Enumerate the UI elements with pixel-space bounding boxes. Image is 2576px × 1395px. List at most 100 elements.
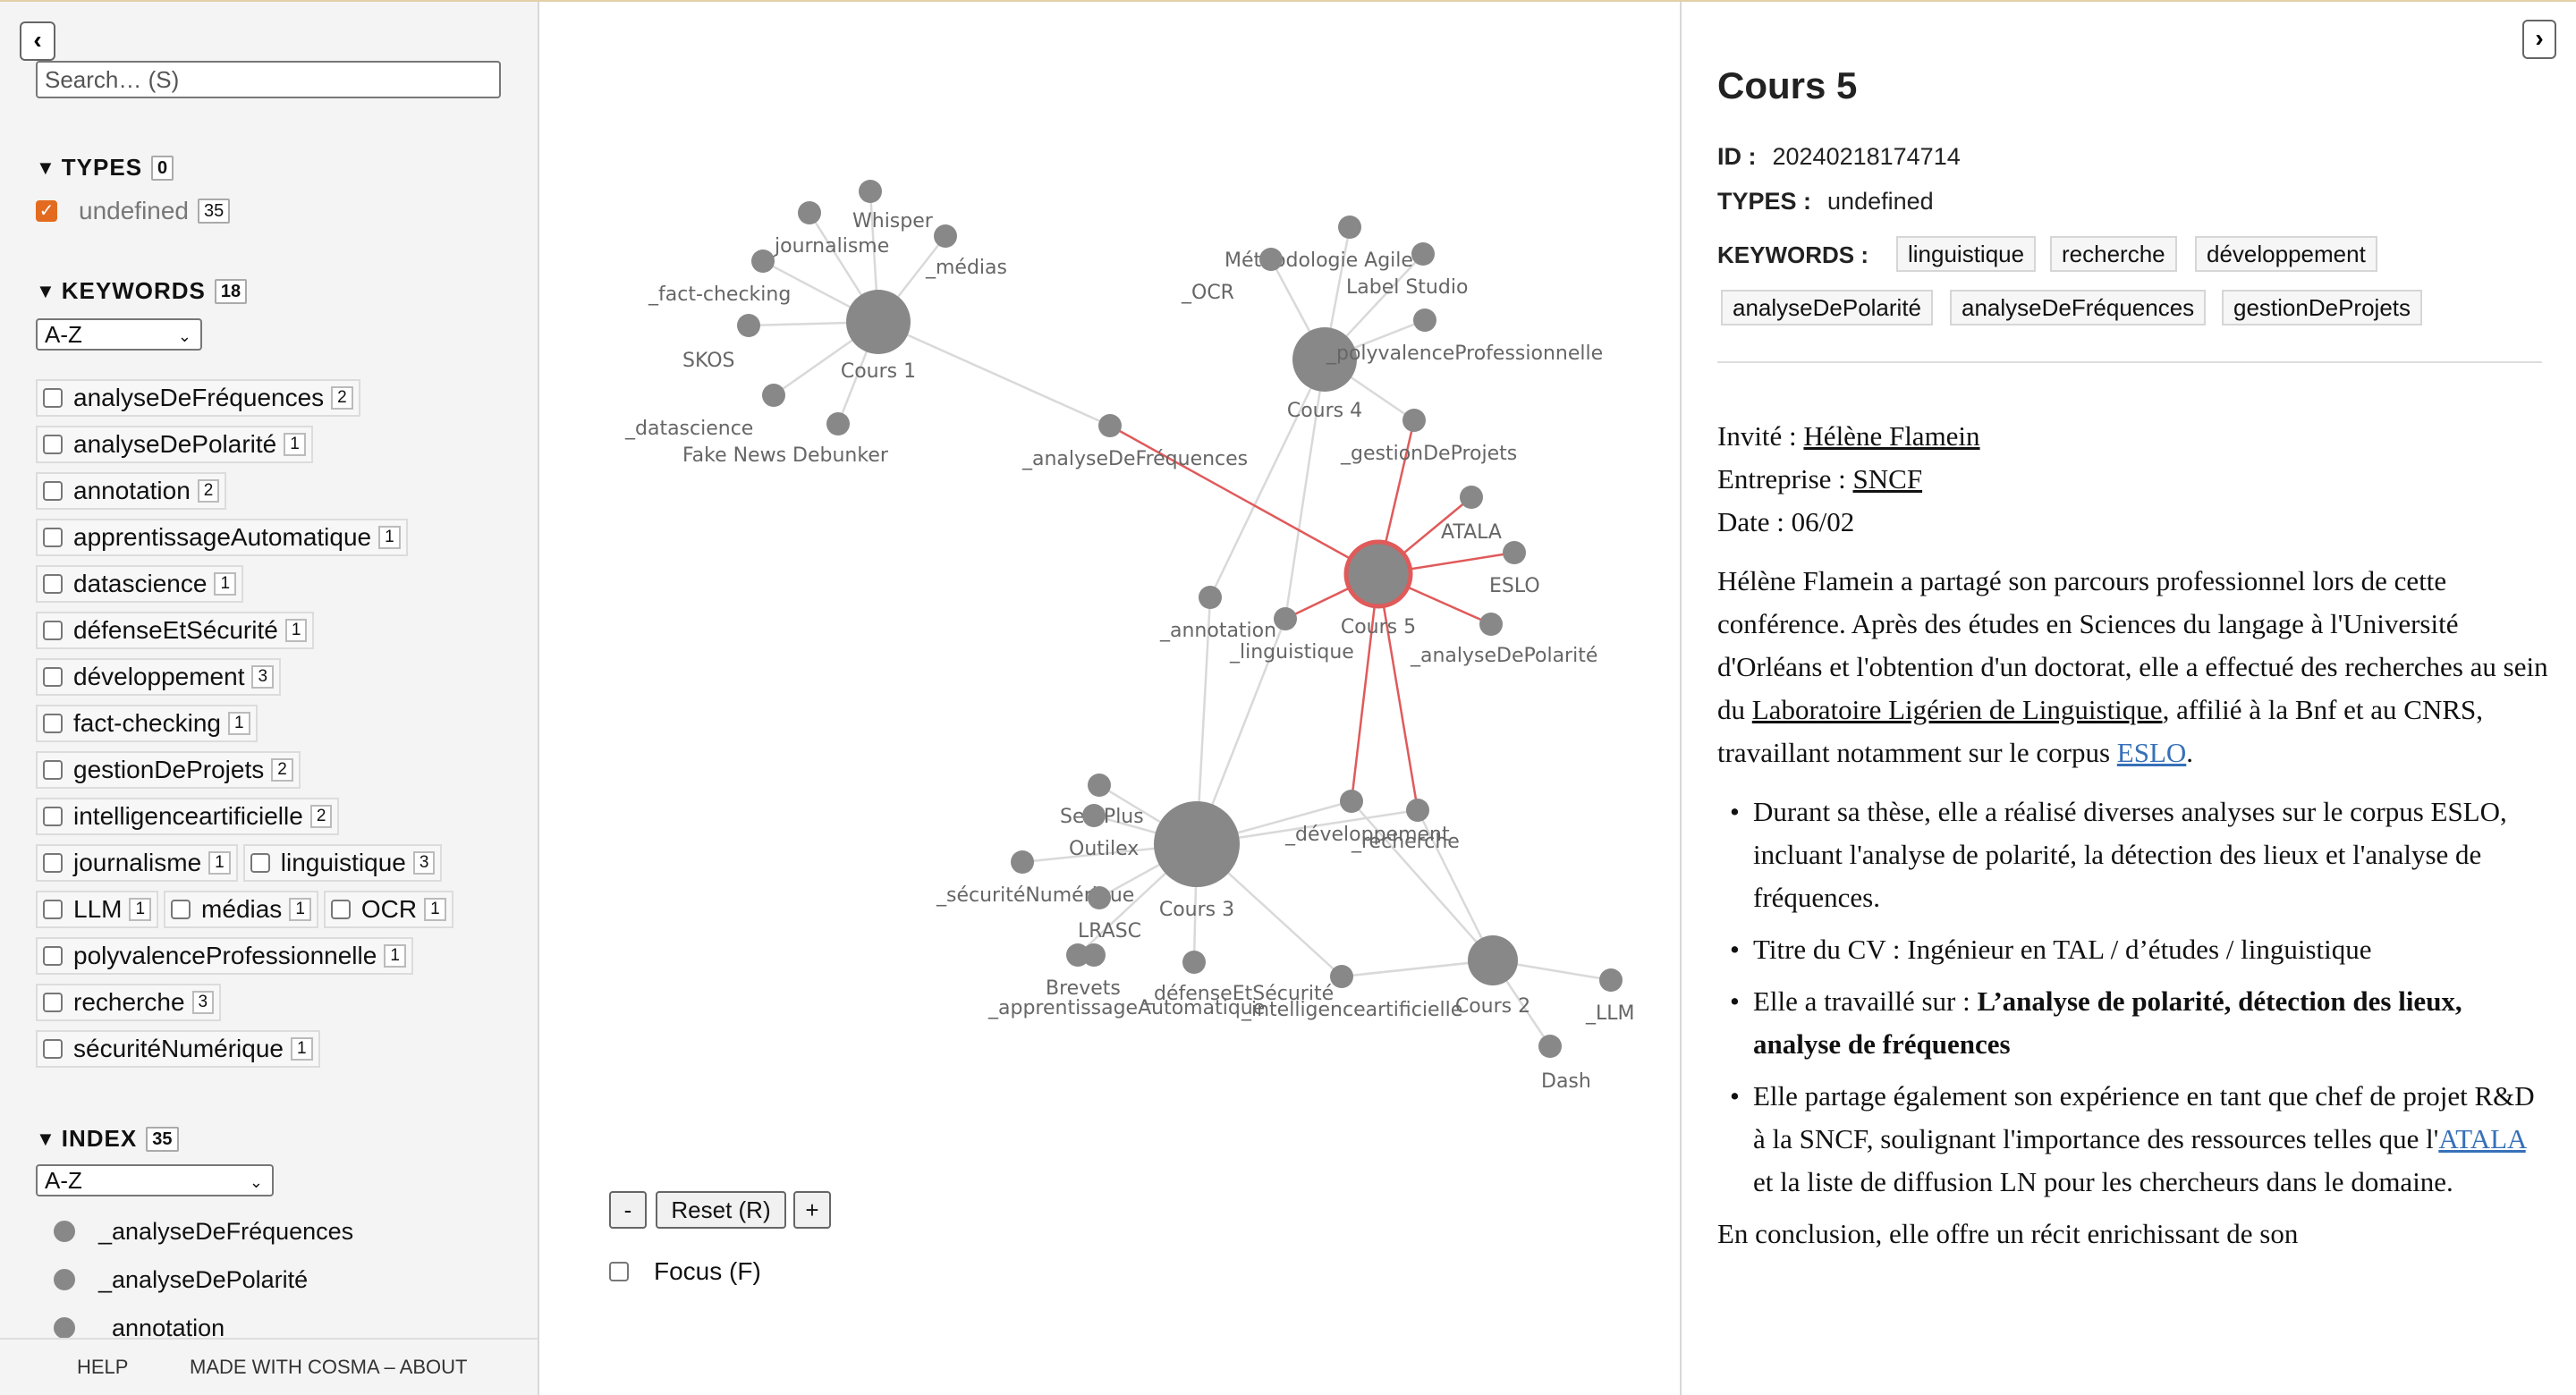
graph-node-label[interactable]: ESLO [1489, 575, 1540, 597]
keyword-checkbox[interactable] [250, 853, 270, 873]
graph-node-llm[interactable] [1599, 968, 1623, 992]
keyword-checkbox[interactable] [43, 621, 63, 640]
reset-button[interactable]: Reset (R) [656, 1191, 786, 1229]
graph-node-label[interactable]: _intelligenceartificielle [1241, 999, 1462, 1021]
index-sort-select[interactable]: A-Z ⌄ [36, 1164, 274, 1196]
keyword-tag[interactable]: recherche [2050, 236, 2177, 272]
keyword-checkbox[interactable] [330, 900, 351, 919]
graph-node-developpement[interactable] [1340, 790, 1363, 813]
keyword-checkbox[interactable] [43, 481, 63, 501]
graph-node-labelstudio[interactable] [1411, 242, 1435, 266]
atala-link[interactable]: ATALA [2438, 1123, 2526, 1154]
graph-node-medias[interactable] [934, 224, 957, 248]
graph-node-securitenum[interactable] [1011, 850, 1034, 874]
types-section-toggle[interactable]: ▼ TYPES 0 [36, 154, 174, 182]
graph-node-recherche[interactable] [1406, 799, 1429, 822]
graph-node-dash[interactable] [1538, 1035, 1562, 1058]
graph-node-analysefreq[interactable] [1098, 414, 1122, 437]
graph-node-label[interactable]: Label Studio [1346, 276, 1468, 299]
graph-node-label[interactable]: _analyseDeFréquences [1021, 448, 1248, 470]
graph-node-label[interactable]: Whisper [852, 210, 934, 232]
graph-node-journalisme[interactable] [798, 201, 821, 224]
keyword-checkbox[interactable] [43, 388, 63, 408]
keyword-checkbox[interactable] [43, 853, 63, 873]
graph-node-whisper[interactable] [859, 180, 882, 203]
graph-node-label[interactable]: Cours 2 [1455, 995, 1530, 1018]
keyword-checkbox[interactable] [171, 900, 191, 919]
keyword-checkbox[interactable] [43, 993, 63, 1012]
focus-toggle[interactable]: Focus (F) [609, 1257, 761, 1286]
graph-node-label[interactable]: LRASC [1078, 920, 1141, 943]
graph-node-methodo[interactable] [1338, 216, 1361, 239]
zoom-in-button[interactable]: + [793, 1191, 831, 1229]
keyword-tag[interactable]: linguistique [1896, 236, 2037, 272]
graph-node-label[interactable]: _recherche [1351, 831, 1460, 853]
graph-node-label[interactable]: _fact-checking [648, 283, 791, 306]
zoom-out-button[interactable]: - [609, 1191, 647, 1229]
graph-node-label[interactable]: _analyseDePolarité [1410, 645, 1597, 667]
graph-node-label[interactable]: Méthodologie Agile [1224, 249, 1413, 272]
graph-node-atala[interactable] [1460, 486, 1483, 509]
graph-node-label[interactable]: ATALA [1441, 521, 1502, 544]
keyword-checkbox[interactable] [43, 574, 63, 594]
index-item[interactable]: _annotation [54, 1304, 353, 1352]
graph-node-polyvalence[interactable] [1413, 309, 1436, 332]
keywords-section-toggle[interactable]: ▼ KEYWORDS 18 [36, 277, 248, 305]
graph-node-label[interactable]: _apprentissageAutomatique [987, 997, 1265, 1019]
keyword-tag[interactable]: analyseDeFréquences [1950, 290, 2207, 326]
index-section-toggle[interactable]: ▼ INDEX 35 [36, 1125, 179, 1153]
help-link[interactable]: HELP [77, 1356, 129, 1378]
graph-node-label[interactable]: SKOS [682, 350, 734, 372]
focus-checkbox[interactable] [609, 1262, 629, 1281]
keyword-checkbox[interactable] [43, 435, 63, 454]
graph-node-defense[interactable] [1182, 951, 1206, 974]
graph-node-label[interactable]: Dash [1541, 1070, 1591, 1093]
graph-node-cours3[interactable] [1154, 801, 1240, 887]
graph-node-label[interactable]: _gestionDeProjets [1340, 443, 1517, 465]
graph-node-label[interactable]: Cours 1 [841, 360, 916, 383]
index-item[interactable]: _analyseDeFréquences [54, 1207, 353, 1256]
graph-node-semplus[interactable] [1088, 774, 1111, 797]
collapse-left-button[interactable]: ‹ [20, 21, 55, 61]
graph-node-factchecking[interactable] [751, 249, 775, 273]
graph-node-label[interactable]: Outilex [1069, 838, 1139, 860]
graph-node-lrasc[interactable] [1088, 886, 1111, 909]
graph-node-label[interactable]: Cours 3 [1159, 899, 1234, 921]
index-item[interactable]: _analyseDePolarité [54, 1256, 353, 1304]
checkbox-checked-icon[interactable]: ✓ [36, 200, 57, 222]
keyword-tag[interactable]: analyseDePolarité [1721, 290, 1934, 326]
graph-node-label[interactable]: _défenseEtSécurité [1143, 983, 1334, 1005]
graph-node-label[interactable]: _polyvalenceProfessionnelle [1326, 342, 1603, 365]
graph-node-cours1[interactable] [846, 290, 911, 354]
graph-node-label[interactable]: Fake News Debunker [682, 444, 889, 467]
collapse-right-button[interactable]: › [2522, 20, 2556, 59]
graph-node-skos[interactable] [737, 314, 760, 337]
graph-node-cours2[interactable] [1468, 935, 1518, 985]
graph-node-label[interactable]: _LLM [1585, 1002, 1635, 1025]
keyword-checkbox[interactable] [43, 760, 63, 780]
graph-node-brevets[interactable] [1066, 943, 1089, 967]
about-link[interactable]: MADE WITH COSMA – ABOUT [190, 1356, 468, 1378]
graph-node-label[interactable]: Cours 5 [1341, 616, 1416, 638]
keyword-tag[interactable]: développement [2195, 236, 2377, 272]
graph-node-label[interactable]: _médias [925, 257, 1007, 279]
keyword-checkbox[interactable] [43, 667, 63, 687]
graph-node-cours4[interactable] [1292, 327, 1357, 392]
graph-node-cours5[interactable] [1343, 539, 1413, 609]
graph-node-ia[interactable] [1330, 965, 1353, 988]
graph-node-outilex[interactable] [1082, 804, 1106, 827]
